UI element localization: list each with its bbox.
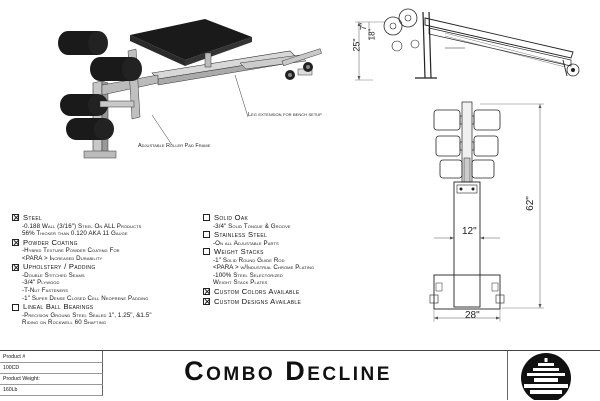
spec-line: -T-Nut Fasteners xyxy=(22,287,69,295)
spec-heading: Custom Colors Available xyxy=(203,287,403,297)
checked-box-icon xyxy=(12,263,19,271)
spec-heading-text: Custom Colors Available xyxy=(214,287,300,297)
spec-heading-text: Custom Designs Available xyxy=(214,296,302,306)
base-width-28-label: 28" xyxy=(465,310,480,321)
checked-box-icon xyxy=(203,288,210,296)
product-number-label: Product # xyxy=(3,354,26,360)
product-number-cell: Product # xyxy=(0,351,103,363)
product-weight-cell: Product Weight: xyxy=(0,374,103,385)
bench-front-view xyxy=(429,101,544,322)
bench-isometric-drawing xyxy=(58,19,322,159)
checked-box-icon xyxy=(12,238,19,246)
spec-heading-text: Powder Coating xyxy=(23,237,78,247)
spec-line: -Hybrid Texture Powder Coating For xyxy=(22,247,120,255)
spec-heading: Upholstery / Padding xyxy=(12,262,212,272)
spec-heading: Steel xyxy=(12,213,212,223)
product-weight-label: Product Weight: xyxy=(3,376,40,382)
spec-heading: Stainless Steel xyxy=(203,230,403,240)
spec-heading: Custom Designs Available xyxy=(203,297,403,307)
checked-box-icon xyxy=(12,214,19,222)
spec-line: -Double Stitched Seams xyxy=(22,271,85,279)
empty-box-icon xyxy=(203,248,210,256)
spec-line: -3/4" Plywood xyxy=(22,279,60,287)
spec-line: -1" Solid Round Guide Rod xyxy=(213,256,285,264)
bench-side-view xyxy=(355,8,580,81)
spec-heading: Lineal Ball Bearings xyxy=(12,302,212,312)
spec-line: -On all Adjustable Parts xyxy=(213,239,279,247)
spec-line: -0.188 Wall (3/16") Steel On ALL Product… xyxy=(22,222,142,230)
spec-heading-text: Upholstery / Padding xyxy=(23,262,96,272)
spec-line: -1" Super Dense Closed Cell Neoprene Pad… xyxy=(22,294,149,302)
spec-line: Riding on Rockwell 60 Shafting xyxy=(22,319,107,327)
empty-box-icon xyxy=(203,231,210,239)
spec-line: Weight Stack Plates xyxy=(213,279,268,287)
empty-box-icon xyxy=(203,214,210,222)
front-height-62-label: 62" xyxy=(524,196,536,211)
spec-line: -100% Steel Selectorized xyxy=(213,271,283,279)
spec-heading: Powder Coating xyxy=(12,238,212,248)
spec-heading-text: Solid Oak xyxy=(214,213,249,222)
product-title: Combo Decline xyxy=(184,356,392,386)
spec-line: -Precision Ground Steel Sealed 1", 1.25"… xyxy=(22,311,152,319)
spec-heading-text: Stainless Steel xyxy=(214,230,268,240)
spec-line: <PARA > Increased Durability xyxy=(22,254,103,262)
roller-frame-callout: Adjustable Roller Pad Frame xyxy=(138,143,211,149)
checked-box-icon xyxy=(203,297,210,305)
leg-extension-callout: Leg extension for bench setup xyxy=(248,112,322,118)
spec-heading-text: Lineal Ball Bearings xyxy=(23,302,94,312)
spec-heading: Weight Stacks xyxy=(203,247,403,257)
product-number-value: 100CD xyxy=(3,365,20,371)
product-weight-value-cell: 160Lb xyxy=(0,385,103,396)
product-weight-value: 160Lb xyxy=(3,387,18,393)
side-height-25-label: 25" xyxy=(351,38,362,52)
product-number-value-cell: 100CD xyxy=(0,363,103,374)
spec-line: <PARA > w/Industrial Chrome Plating xyxy=(213,264,315,272)
spec-heading: Solid Oak xyxy=(203,213,403,223)
brand-logo-icon xyxy=(521,353,571,400)
footer-divider xyxy=(507,351,508,400)
side-height-18-label: 18" xyxy=(367,28,377,41)
title-block xyxy=(0,350,600,401)
empty-box-icon xyxy=(12,303,19,311)
spec-heading-text: Weight Stacks xyxy=(214,247,264,257)
spec-list-left: Steel-0.188 Wall (3/16") Steel On ALL Pr… xyxy=(12,213,212,327)
spec-heading-text: Steel xyxy=(23,213,43,222)
spec-line: 56% Thicker than 0.120 AKA 11 Gauge xyxy=(22,230,128,238)
pad-width-12-label: 12" xyxy=(462,226,477,237)
spec-line: -3/4" Solid Tongue & Groove xyxy=(213,222,291,230)
